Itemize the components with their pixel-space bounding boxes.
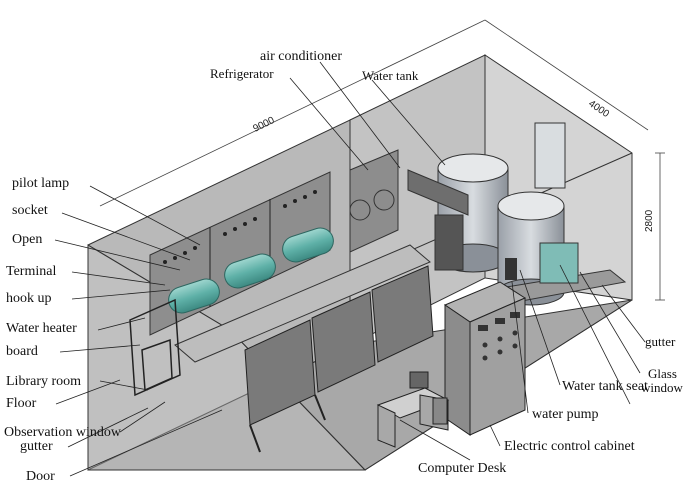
gutter-right-label: gutter — [645, 334, 676, 349]
water-pump — [505, 258, 517, 280]
air-conditioner — [407, 169, 469, 271]
width-dimension: 4000 — [586, 98, 611, 120]
water-tank-seat-label: Water tank seat — [562, 379, 648, 394]
floor-label: Floor — [6, 396, 37, 411]
window-label: window — [641, 380, 684, 395]
computer-desk — [376, 371, 450, 448]
terminal-label: Terminal — [6, 264, 56, 279]
hook-up-label: hook up — [6, 291, 52, 306]
socket-label: socket — [12, 203, 48, 218]
refrigerator — [349, 149, 399, 253]
air-conditioner-label: air conditioner — [260, 49, 342, 64]
water-heater-1 — [168, 278, 220, 314]
water-heater-3 — [282, 227, 334, 263]
glass-window — [534, 122, 566, 189]
computer-desk-label: Computer Desk — [418, 461, 506, 476]
glass-label: Glass — [648, 366, 677, 381]
bench — [174, 244, 431, 363]
dimension-lines — [99, 19, 665, 301]
door-label: Door — [26, 469, 55, 484]
open-label: Open — [12, 232, 42, 247]
board-label: board — [6, 344, 38, 359]
leader-lines — [54, 61, 646, 477]
hook-up-boards — [244, 265, 434, 453]
gutter-left-label: gutter — [20, 439, 53, 454]
water-heater-2 — [224, 253, 276, 289]
water-tank-label: Water tank — [362, 68, 419, 83]
water-heater-label: Water heater — [6, 321, 77, 336]
left-frames — [129, 298, 181, 397]
refrigerator-label: Refrigerator — [210, 66, 274, 81]
water-pump-label: water pump — [532, 407, 598, 422]
library-room-label: Library room — [6, 374, 81, 389]
height-dimension: 2800 — [644, 209, 655, 232]
glass-window-lower — [539, 242, 579, 284]
electric-control-cabinet — [443, 281, 527, 436]
length-dimension: 9000 — [251, 115, 276, 135]
electric-control-cabinet-label: Electric control cabinet — [504, 439, 635, 454]
observation-window-label: Observation window — [4, 425, 122, 440]
pilot-lamp-label: pilot lamp — [12, 176, 69, 191]
